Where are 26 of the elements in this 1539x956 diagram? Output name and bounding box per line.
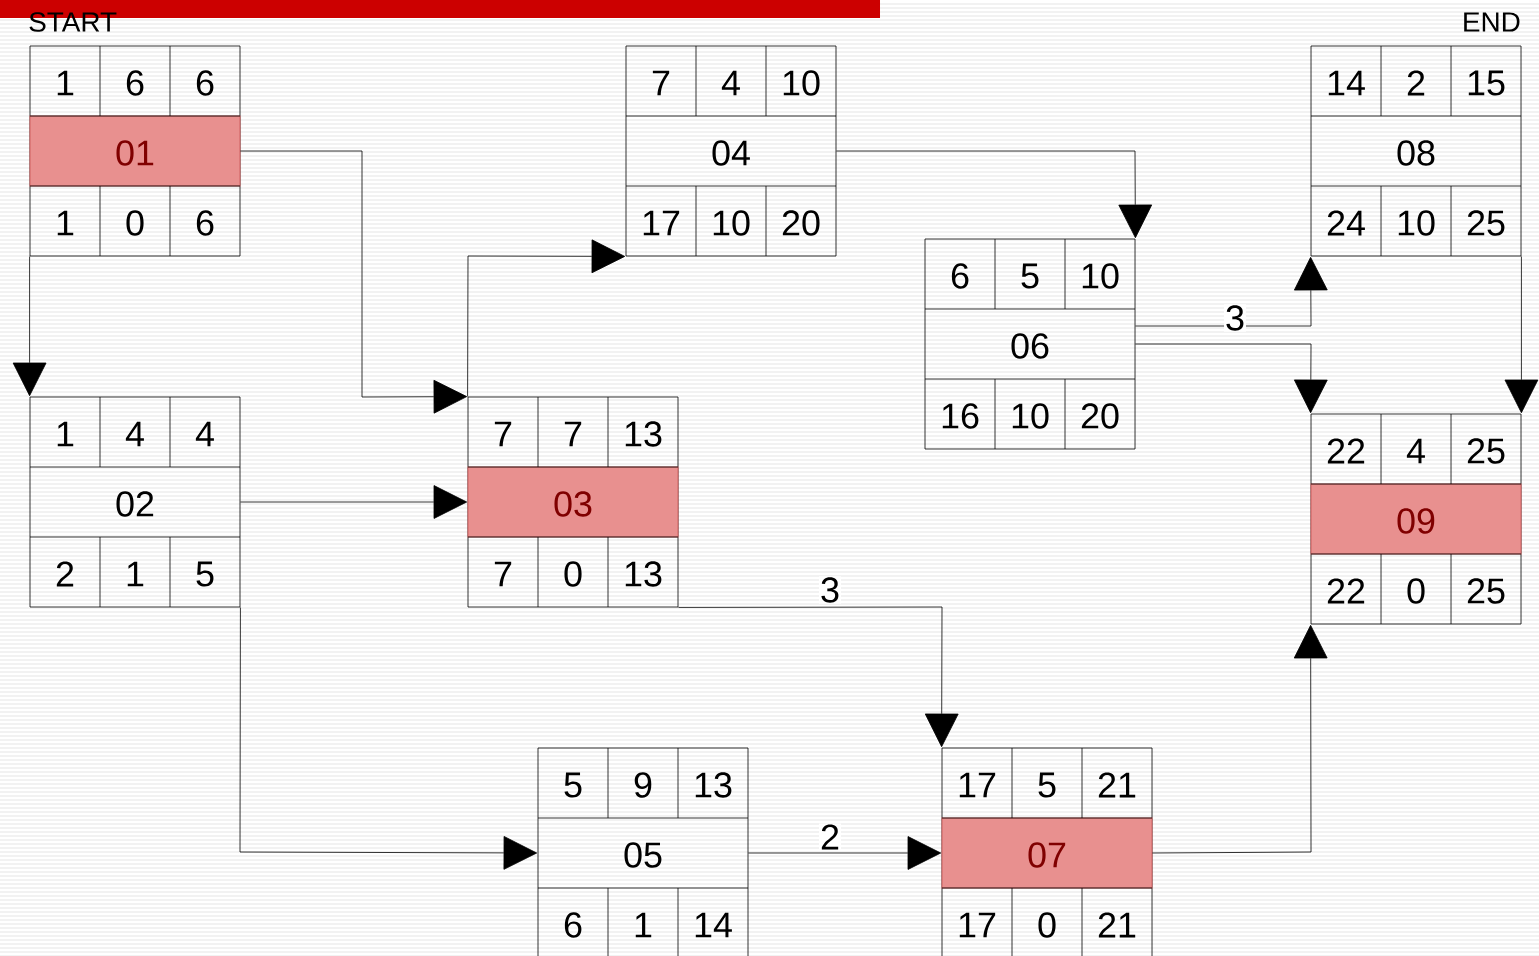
arrow xyxy=(1135,343,1328,414)
arrow xyxy=(836,150,1153,239)
edge-label: 3 xyxy=(819,576,841,604)
arrow xyxy=(467,239,626,397)
arrow xyxy=(678,606,959,748)
activity-box: 14 2 15 08 24 10 25 xyxy=(1310,45,1522,257)
arrow xyxy=(239,607,538,870)
activity-box: 1 4 4 02 2 1 5 xyxy=(29,396,241,608)
arrow xyxy=(12,256,47,397)
arrow xyxy=(1504,256,1539,414)
edge-label: 2 xyxy=(819,823,841,851)
arrow xyxy=(1152,624,1328,854)
activity-box: 22 4 25 09 22 0 25 xyxy=(1310,413,1522,625)
activity-box: 5 9 13 05 6 1 14 xyxy=(537,747,749,956)
activity-box: 6 5 10 06 16 10 20 xyxy=(924,238,1136,450)
activity-box: 1 6 6 01 1 0 6 xyxy=(29,45,241,257)
arrow xyxy=(748,836,942,870)
endpoint-label: END xyxy=(1464,12,1520,32)
activity-box: 7 7 13 03 7 0 13 xyxy=(467,396,679,608)
activity-box: 7 4 10 04 17 10 20 xyxy=(625,45,837,257)
endpoint-label: START xyxy=(29,12,117,32)
activity-box: 17 5 21 07 17 0 21 xyxy=(941,747,1153,956)
arrow xyxy=(1135,256,1328,327)
arrow xyxy=(240,485,468,519)
edge-label: 3 xyxy=(1224,304,1246,332)
arrow xyxy=(240,150,468,414)
